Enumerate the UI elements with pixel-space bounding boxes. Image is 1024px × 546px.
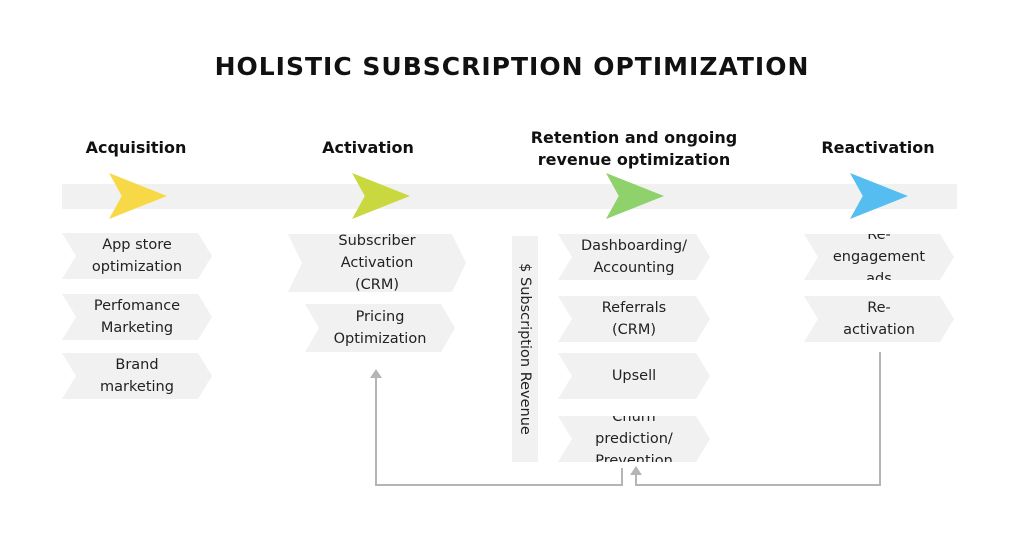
timeline-band	[62, 184, 957, 209]
stage-header-retention-line2: revenue optimization	[537, 150, 731, 169]
acquisition-item-brand: Brand marketing	[62, 353, 212, 399]
item-line: Activation (CRM)	[340, 255, 414, 293]
item-line: App store	[102, 237, 172, 253]
reactivation-item-reactivation: Re-activation	[804, 296, 954, 342]
item-line: Dashboarding/	[581, 238, 687, 254]
item-line: Brand	[115, 357, 159, 373]
diagram-title: HOLISTIC SUBSCRIPTION OPTIMIZATION	[214, 52, 810, 81]
acquisition-item-app-store: App store optimization	[62, 233, 212, 279]
item-line: Referrals (CRM)	[601, 300, 667, 338]
retention-item-dashboarding: Dashboarding/Accounting	[558, 234, 710, 280]
arrow-up-icon	[630, 466, 642, 475]
item-line: Upsell	[611, 368, 657, 384]
subscription-revenue-bar	[512, 236, 538, 462]
stage-header-acquisition: Acquisition	[85, 138, 187, 157]
retention-item-referrals: Referrals (CRM)	[558, 296, 710, 342]
item-line: Optimization	[333, 331, 427, 347]
item-line: Accounting	[593, 260, 675, 276]
connector-churn-to-pricing	[375, 378, 623, 486]
stage-header-retention-line1: Retention and ongoing	[530, 128, 738, 147]
item-line: Perfomance	[93, 298, 181, 314]
item-line: Subscriber	[338, 233, 416, 249]
item-line: optimization	[91, 259, 183, 275]
arrow-up-icon	[370, 369, 382, 378]
item-line: Pricing	[355, 309, 405, 325]
stage-header-activation: Activation	[322, 138, 414, 157]
retention-item-upsell: Upsell	[558, 353, 710, 399]
stage-header-retention: Retention and ongoing revenue optimizati…	[500, 127, 768, 171]
stage-header-reactivation: Reactivation	[821, 138, 935, 157]
item-line: Marketing	[100, 320, 174, 336]
item-line: marketing	[100, 379, 174, 395]
item-line: Re-activation	[843, 300, 915, 338]
connector-reactivation-to-retention	[635, 352, 881, 486]
